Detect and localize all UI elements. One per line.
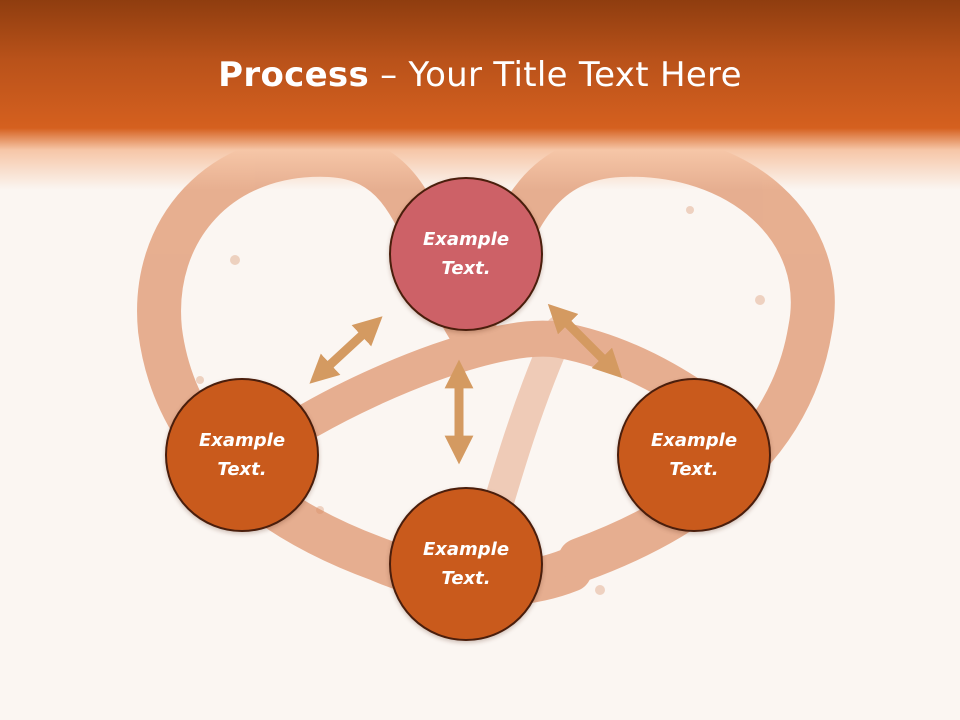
node-bottom-label: Example Text. <box>422 539 510 589</box>
node-right: Example Text. <box>617 378 771 532</box>
title-rest: – Your Title Text Here <box>369 55 742 95</box>
node-top: Example Text. <box>389 177 543 331</box>
node-left-label: Example Text. <box>198 430 286 480</box>
arrow-top-left-icon <box>309 316 383 384</box>
page-title: Process – Your Title Text Here <box>0 50 960 100</box>
node-left: Example Text. <box>165 378 319 532</box>
title-band <box>0 0 960 190</box>
node-top-label: Example Text. <box>422 229 510 279</box>
title-bold: Process <box>218 55 370 95</box>
arrow-top-right-icon <box>547 303 623 379</box>
node-right-label: Example Text. <box>650 430 738 480</box>
node-bottom: Example Text. <box>389 487 543 641</box>
